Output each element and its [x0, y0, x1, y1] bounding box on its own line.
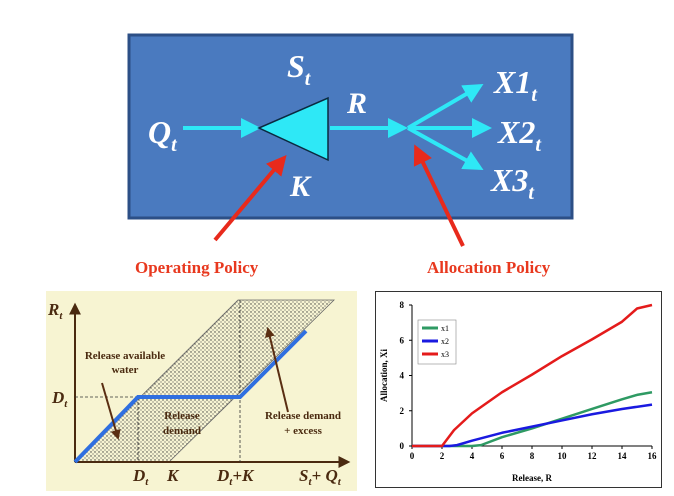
- operating-policy-svg: Rt Dt Dt K Dt+K St+ Qt Release available…: [46, 291, 357, 491]
- y-tick-label: 8: [400, 300, 405, 310]
- y-tick-label: 0: [400, 441, 405, 451]
- y-axis-label: Rt: [47, 300, 63, 322]
- x-tick-demand: Dt: [132, 466, 149, 488]
- legend-label-x2: x2: [441, 337, 449, 346]
- y-tick-demand: Dt: [51, 388, 68, 410]
- x-tick-capacity: K: [166, 466, 180, 485]
- x-tick-label: 16: [648, 451, 658, 461]
- annotation-release-demand: Release demand: [265, 410, 341, 422]
- annotation-release: Release: [164, 410, 200, 422]
- annotation-arrow-1: [101, 382, 121, 440]
- output-arrow-3: [407, 126, 484, 170]
- annotation-arrow-2: [265, 327, 289, 413]
- series-line-x2: [412, 403, 653, 448]
- output-label-1: X1t: [493, 64, 538, 106]
- reservoir-flow-svg: Qt St K R X1t X2t X3t: [127, 33, 574, 247]
- reservoir-triangle: [257, 96, 329, 162]
- output-label-2: X2t: [497, 114, 542, 156]
- release-label: R: [346, 87, 367, 120]
- allocation-policy-caption: Allocation Policy: [427, 258, 551, 277]
- y-tick-label: 4: [400, 371, 405, 381]
- y-tick-label: 2: [400, 406, 405, 416]
- x-tick-label: 14: [618, 451, 628, 461]
- legend-label-x3: x3: [441, 350, 449, 359]
- operating-policy-pointer: [213, 154, 287, 242]
- x-tick-label: 0: [410, 451, 415, 461]
- x-axis-label: St+ Qt: [299, 466, 342, 488]
- storage-label: St: [287, 48, 312, 90]
- x-tick-label: 6: [500, 451, 505, 461]
- output-label-3: X3t: [490, 162, 535, 204]
- output-arrow-1: [406, 83, 484, 130]
- annotation-water: water: [112, 364, 139, 376]
- y-axis-title: Allocation, Xi: [379, 349, 389, 402]
- allocation-policy-pointer: [413, 144, 465, 247]
- operating-policy-caption: Operating Policy: [135, 258, 259, 277]
- y-tick-label: 6: [400, 335, 405, 345]
- annotation-demand: demand: [163, 425, 201, 437]
- allocation-chart: 0 2 4 6 8 10 12 14 16 0 2 4 6 8 x1 x2 x3 Release, R Allo…: [375, 291, 662, 488]
- allocation-plot-area: 0 2 4 6 8 10 12 14 16 0 2 4 6 8 x1 x2 x3: [400, 300, 658, 461]
- annotation-release-available: Release available: [85, 350, 165, 362]
- capacity-label: K: [289, 170, 312, 203]
- inflow-label: Qt: [148, 114, 178, 156]
- x-tick-label: 4: [470, 451, 475, 461]
- series-line-x1: [412, 391, 653, 448]
- series-line-x3: [412, 303, 653, 448]
- x-tick-label: 12: [588, 451, 598, 461]
- operating-policy-chart: Rt Dt Dt K Dt+K St+ Qt Release available…: [46, 291, 357, 491]
- x-tick-label: 10: [558, 451, 568, 461]
- x-tick-label: 8: [530, 451, 535, 461]
- x-tick-demand-plus-capacity: Dt+K: [216, 466, 255, 488]
- allocation-chart-svg: 0 2 4 6 8 10 12 14 16 0 2 4 6 8 x1 x2 x3 Release, R Allo…: [375, 291, 662, 488]
- annotation-plus-excess: + excess: [284, 425, 322, 437]
- legend-label-x1: x1: [441, 324, 449, 333]
- x-tick-label: 2: [440, 451, 445, 461]
- x-axis-title: Release, R: [512, 473, 552, 483]
- operating-rule-line: [73, 329, 308, 464]
- reservoir-flow-diagram: Qt St K R X1t X2t X3t: [127, 33, 574, 247]
